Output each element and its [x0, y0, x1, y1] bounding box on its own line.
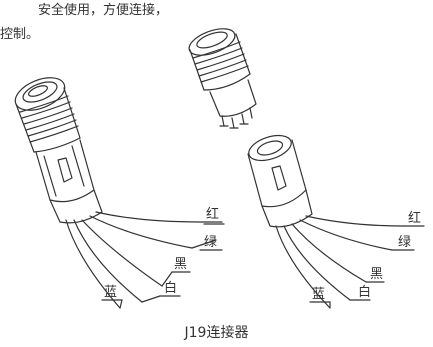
left-label-blue: 蓝 — [104, 285, 117, 300]
left-label-red: 红 — [206, 206, 219, 222]
right-connector — [247, 134, 425, 309]
left-label-white: 白 — [164, 280, 177, 296]
intro-line-1: 安全使用，方便连接， — [38, 3, 169, 18]
right-label-blue: 蓝 — [312, 287, 325, 302]
right-label-red: 红 — [408, 210, 421, 226]
right-label-green: 绿 — [398, 235, 411, 250]
left-label-green: 绿 — [204, 235, 217, 250]
right-label-white: 白 — [358, 284, 371, 300]
intro-line-2: 控制。 — [0, 27, 40, 42]
left-label-black: 黑 — [174, 257, 187, 272]
left-connector — [14, 77, 225, 309]
diagram-caption: J19连接器 — [184, 325, 249, 341]
switch-head — [188, 28, 257, 129]
right-label-black: 黑 — [370, 267, 383, 282]
intro-text: 安全使用，方便连接， 控制。 — [0, 0, 260, 66]
